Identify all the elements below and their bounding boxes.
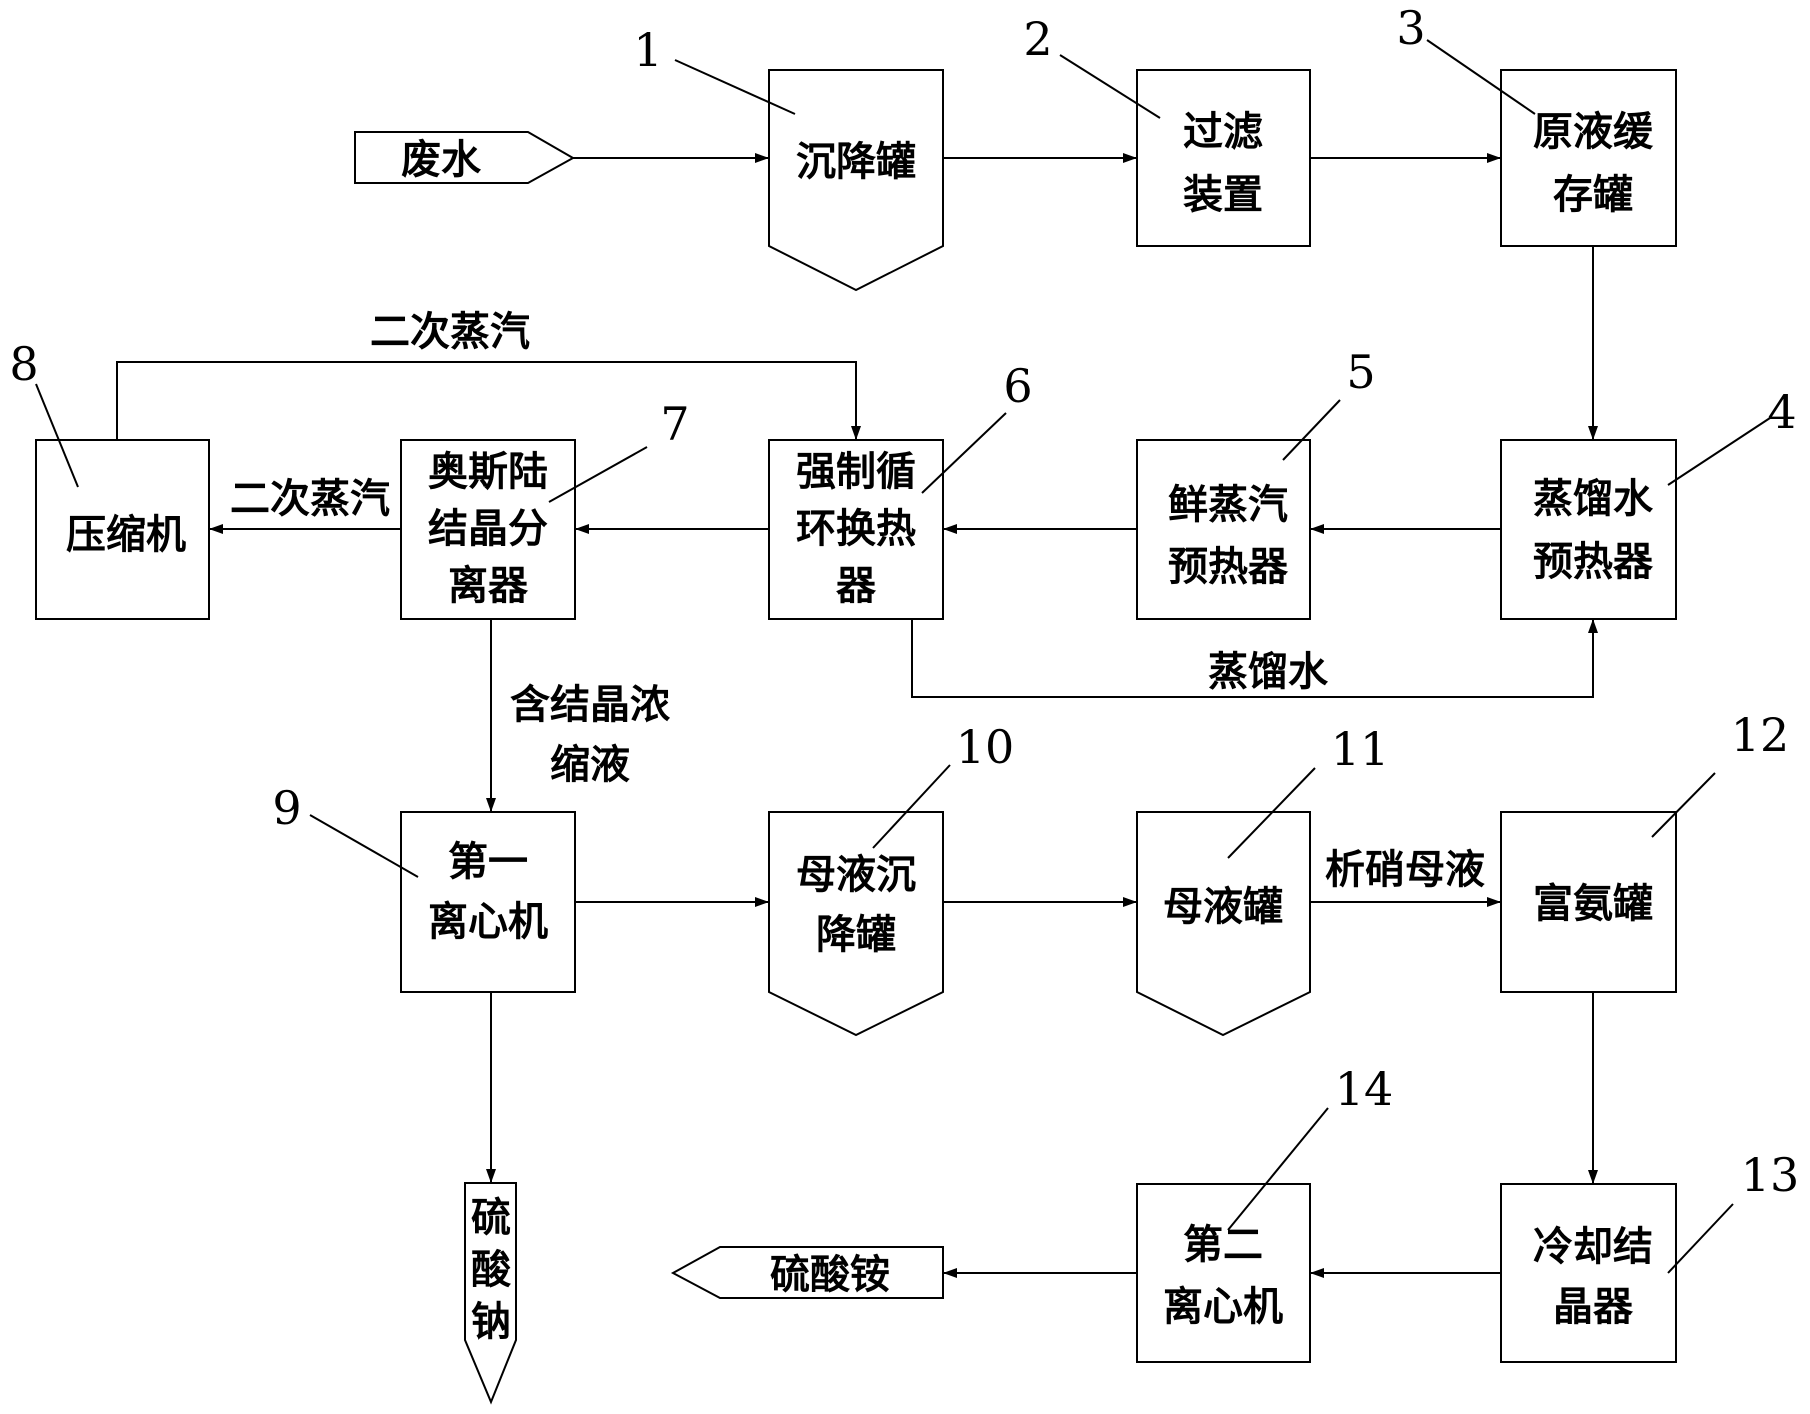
equipment-number-6: 6 [1003,359,1032,413]
equipment-7-label-line-2: 结晶分 [428,506,548,552]
equipment-2-label-line-1: 过滤 [1183,109,1263,155]
equipment-number-14: 14 [1335,1062,1394,1116]
equipment-12-ammonia-rich-tank [1500,811,1677,993]
equipment-5-label-line-2: 预热器 [1168,544,1289,590]
equipment-number-9: 9 [272,781,301,835]
equipment-5-fresh-steam-preheater [1136,439,1311,620]
flow-label-crystal-concentrate-line-2: 缩液 [550,742,630,788]
equipment-3-label-line-2: 存罐 [1553,172,1633,218]
equipment-10-mother-liquor-settling-tank [768,811,944,1037]
equipment-9-first-centrifuge [400,811,576,993]
terminal-wastewater: 废水 [354,131,576,184]
equipment-13-cooling-crystallizer [1500,1183,1677,1363]
flow-6-to-4-distilled-water [911,619,1598,698]
flow-lines [116,153,1598,1278]
equipment-7-label-line-3: 离器 [448,563,529,609]
equipment-8-compressor [35,439,210,620]
terminal-sodium-sulfate-char-3: 钠 [471,1299,511,1345]
flow-label-crystal-concentrate-line-1: 含结晶浓 [510,682,671,728]
equipment-2-filter-unit [1136,69,1311,247]
terminal-ammonium-sulfate-label: 硫酸铵 [770,1252,890,1298]
equipment-number-3: 3 [1396,1,1425,55]
equipment-9-label-line-2: 离心机 [428,899,548,945]
equipment-4-label-line-2: 预热器 [1533,539,1654,585]
terminal-wastewater-label: 废水 [401,137,482,183]
terminal-ammonium-sulfate: 硫酸铵 [670,1246,944,1299]
equipment-number-13: 13 [1741,1148,1800,1202]
flow-labels: 二次蒸汽 二次蒸汽 蒸馏水 含结晶浓 缩液 析硝母液 [230,309,1485,893]
equipment-7-oslo-crystallizer-separator [400,439,576,620]
equipment-10-label-line-1: 母液沉 [796,852,916,898]
equipment-6-label-line-2: 环换热 [796,506,916,552]
equipment-5-label-line-1: 鲜蒸汽 [1168,482,1288,528]
equipment-12-label: 富氨罐 [1533,881,1653,927]
equipment-8-label: 压缩机 [66,512,186,558]
equipment-number-4: 4 [1767,385,1796,439]
equipment-6-forced-circulation-heat-exchanger [768,439,944,620]
flow-label-nitrate-mother-liquor: 析硝母液 [1325,847,1485,893]
equipment-number-12: 12 [1731,708,1790,762]
leader-lines [35,39,1771,1274]
equipment-1-settling-tank [768,69,944,292]
equipment-number-11: 11 [1331,722,1390,776]
equipment-4-label-line-1: 蒸馏水 [1533,476,1654,522]
equipment-6-label-line-1: 强制循 [796,449,916,495]
equipment-number-2: 2 [1023,12,1052,66]
flow-label-distilled-water: 蒸馏水 [1208,649,1329,695]
equipment-14-second-centrifuge [1136,1183,1311,1363]
terminal-sodium-sulfate: 硫 酸 钠 [464,1182,517,1405]
equipment-numbers: 1 2 3 4 5 6 7 8 9 10 11 12 13 14 [9,1,1799,1202]
equipment-11-label: 母液罐 [1163,884,1283,930]
equipment-13-label-line-2: 晶器 [1553,1284,1634,1330]
terminal-sodium-sulfate-char-2: 酸 [471,1247,512,1293]
flow-label-secondary-steam-top: 二次蒸汽 [370,309,530,355]
equipment-9-label-line-1: 第一 [448,839,528,885]
equipment-13-label-line-1: 冷却结 [1533,1224,1653,1270]
equipment-number-5: 5 [1346,345,1375,399]
equipment-3-raw-liquid-buffer-tank [1500,69,1677,247]
equipment-number-1: 1 [633,23,662,77]
equipment-number-8: 8 [9,337,38,391]
equipment-7-label-line-1: 奥斯陆 [428,449,548,495]
equipment-1-label: 沉降罐 [796,139,916,185]
equipment-10-label-line-2: 降罐 [816,912,896,958]
equipment-2-label-line-2: 装置 [1183,172,1263,218]
equipment-number-7: 7 [660,397,689,451]
equipment-14-label-line-2: 离心机 [1163,1284,1283,1330]
flow-label-secondary-steam-mid: 二次蒸汽 [230,476,390,522]
equipment-number-10: 10 [956,720,1015,774]
equipment-labels: 沉降罐 过滤 装置 原液缓 存罐 蒸馏水 预热器 鲜蒸汽 预热器 强制循 环换热… [66,109,1654,1330]
flow-8-to-6-secondary-steam [116,361,861,440]
equipment-6-label-line-3: 器 [836,563,877,609]
equipment-14-label-line-1: 第二 [1183,1222,1263,1268]
equipment-4-distilled-water-preheater [1500,439,1677,620]
equipment-11-mother-liquor-tank [1136,811,1311,1037]
terminal-sodium-sulfate-char-1: 硫 [471,1195,511,1241]
equipment-3-label-line-1: 原液缓 [1533,109,1654,155]
